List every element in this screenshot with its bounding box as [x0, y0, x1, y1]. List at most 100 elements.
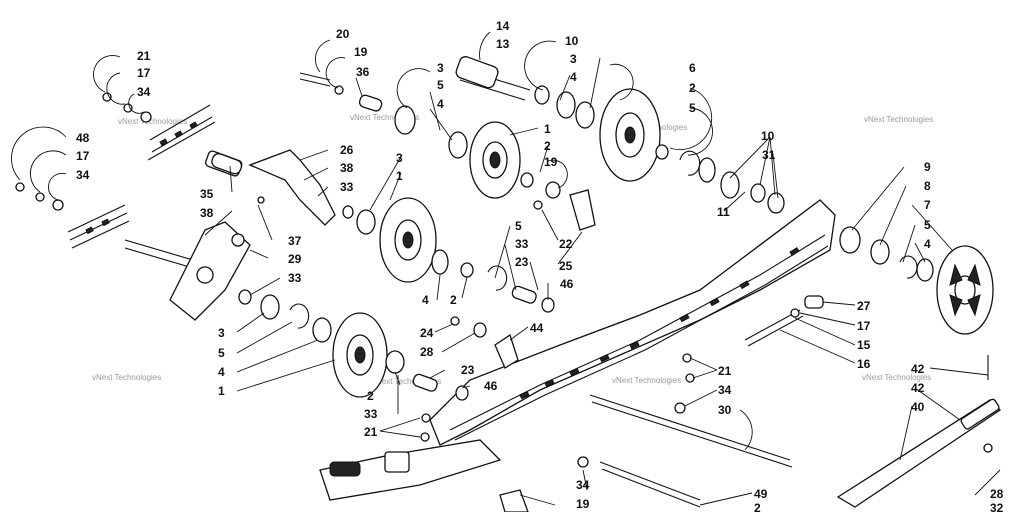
- callout-20: 20: [336, 27, 350, 41]
- callout-1: 1: [396, 169, 403, 183]
- callout-3: 3: [218, 326, 225, 340]
- callout-2: 2: [544, 139, 551, 153]
- callout-27: 27: [857, 299, 871, 313]
- callout-26: 26: [340, 143, 354, 157]
- callout-3: 3: [437, 61, 444, 75]
- callout-4: 4: [924, 237, 931, 251]
- watermark-7: vNext Technologies: [612, 376, 681, 385]
- callout-24: 24: [420, 326, 434, 340]
- callout-49: 49: [754, 487, 768, 501]
- callout-5: 5: [689, 101, 696, 115]
- callout-23: 23: [461, 363, 475, 377]
- watermark-1: vNext Technologies: [118, 117, 187, 126]
- callout-36: 36: [356, 65, 370, 79]
- callout-32: 32: [990, 501, 1004, 512]
- callout-19: 19: [544, 155, 558, 169]
- callout-10: 10: [761, 129, 775, 143]
- callout-15: 15: [857, 338, 871, 352]
- callout-6: 6: [689, 61, 696, 75]
- callout-11: 11: [717, 205, 730, 219]
- callout-2: 2: [450, 293, 457, 307]
- callout-34: 34: [576, 478, 590, 492]
- watermark-2: vNext Technologies: [350, 113, 419, 122]
- callout-2: 2: [754, 501, 761, 512]
- callout-44: 44: [530, 321, 544, 335]
- callout-33: 33: [515, 237, 529, 251]
- wheel-1a: [469, 121, 521, 199]
- callout-21: 21: [364, 425, 378, 439]
- callout-28: 28: [420, 345, 434, 359]
- rail-slots: [519, 247, 800, 400]
- watermark-6: vNext Technologies: [372, 377, 441, 386]
- callout-34: 34: [718, 383, 732, 397]
- callout-33: 33: [340, 180, 354, 194]
- callout-4: 4: [422, 293, 429, 307]
- frame-rail: [319, 199, 836, 501]
- leader-lines: [11, 31, 1001, 506]
- shafts: [124, 69, 804, 508]
- callout-13: 13: [496, 37, 510, 51]
- callout-8: 8: [924, 179, 931, 193]
- callout-2: 2: [689, 81, 696, 95]
- callout-40: 40: [911, 400, 925, 414]
- callout-33: 33: [364, 407, 378, 421]
- callout-3: 3: [396, 151, 403, 165]
- callout-4: 4: [218, 365, 225, 379]
- callout-14: 14: [496, 19, 510, 33]
- callout-34: 34: [76, 168, 90, 182]
- callout-9: 9: [924, 160, 931, 174]
- callout-30: 30: [718, 403, 732, 417]
- callout-33: 33: [288, 271, 302, 285]
- callout-5: 5: [515, 219, 522, 233]
- callout-21: 21: [137, 49, 151, 63]
- callout-17: 17: [76, 149, 90, 163]
- callout-48: 48: [76, 131, 90, 145]
- slide-bar: [836, 355, 1002, 508]
- callout-1: 1: [218, 384, 225, 398]
- callout-46: 46: [484, 379, 498, 393]
- callout-16: 16: [857, 357, 871, 371]
- wheel-1c: [332, 312, 388, 398]
- callout-19: 19: [576, 497, 590, 511]
- callout-38: 38: [200, 206, 214, 220]
- callout-21: 21: [718, 364, 732, 378]
- callout-19: 19: [354, 45, 368, 59]
- callout-7: 7: [924, 198, 931, 212]
- callout-5: 5: [218, 346, 225, 360]
- callout-34: 34: [137, 85, 151, 99]
- wheel-7: [936, 245, 994, 335]
- callout-5: 5: [924, 218, 931, 232]
- callout-31: 31: [762, 148, 776, 162]
- callout-42: 42: [911, 362, 925, 376]
- left-rail-fragments: [67, 104, 216, 249]
- callout-46: 46: [560, 277, 574, 291]
- callout-37: 37: [288, 234, 302, 248]
- callout-4: 4: [570, 70, 577, 84]
- callout-1: 1: [544, 122, 551, 136]
- callout-22: 22: [559, 237, 573, 251]
- callout-29: 29: [288, 252, 302, 266]
- callout-28: 28: [990, 487, 1004, 501]
- watermark-8: vNext Technologies: [862, 373, 931, 382]
- callout-23: 23: [515, 255, 529, 269]
- idler-wheels: [332, 88, 994, 398]
- callout-35: 35: [200, 187, 214, 201]
- callouts: 20 19 36 14 13 10 3 4 6 2 5 21 17 34 3 5…: [76, 19, 1004, 512]
- callout-38: 38: [340, 161, 354, 175]
- callout-4: 4: [437, 97, 444, 111]
- wheel-1b: [379, 197, 437, 283]
- small-parts: [15, 56, 934, 512]
- callout-10: 10: [565, 34, 579, 48]
- callout-3: 3: [570, 52, 577, 66]
- watermark-4: vNext Technologies: [864, 115, 933, 124]
- wheel-6: [599, 88, 661, 182]
- callout-2: 2: [367, 389, 374, 403]
- callout-42: 42: [911, 381, 925, 395]
- callout-17: 17: [857, 319, 871, 333]
- callout-25: 25: [559, 259, 573, 273]
- callout-5: 5: [437, 78, 444, 92]
- callout-17: 17: [137, 66, 151, 80]
- watermark-5: vNext Technologies: [92, 373, 161, 382]
- suspension-arm: [169, 149, 596, 321]
